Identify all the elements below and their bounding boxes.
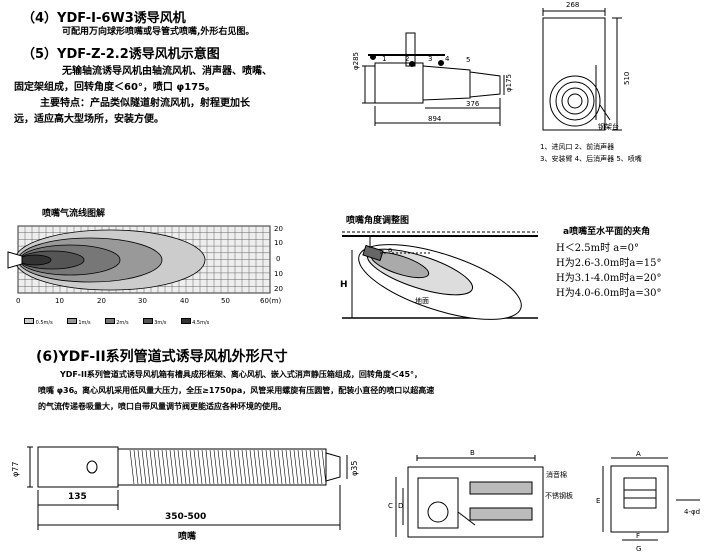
flow-y-2: 0 bbox=[276, 255, 281, 263]
angle-rule-4: H为4.0-6.0m时a=30° bbox=[556, 288, 662, 299]
angle-diagram bbox=[342, 231, 538, 320]
fig5-g: G bbox=[636, 545, 642, 553]
fig4-c: C bbox=[388, 502, 393, 510]
svg-text:2: 2 bbox=[405, 55, 409, 63]
flow-legend-3: 2m/s bbox=[104, 318, 129, 326]
svg-text:1: 1 bbox=[382, 55, 386, 63]
flow-x-40: 40 bbox=[180, 297, 189, 305]
svg-text:5: 5 bbox=[466, 56, 470, 64]
fig2-legend-2: 3、安装臂 4、后消声器 5、喷嘴 bbox=[540, 155, 642, 163]
fig2-width: 268 bbox=[566, 1, 580, 9]
section6-p3: 的气流传递卷吸量大，喷口自带风量调节阀更能适应各种环境的使用。 bbox=[38, 402, 286, 411]
fig4-d: D bbox=[398, 502, 404, 510]
fig3-length-total: 350-500 bbox=[165, 512, 207, 522]
section5-title: （5）YDF-Z-2.2诱导风机示意图 bbox=[22, 47, 220, 62]
svg-text:4: 4 bbox=[445, 55, 450, 63]
section6-p2: 喷嘴 φ36。离心风机采用低风量大压力，全压≥1750pa，风管采用螺旋有压圆管… bbox=[38, 386, 435, 395]
flow-x-0: 0 bbox=[16, 297, 21, 305]
fig4-label-2: 不锈钢板 bbox=[545, 492, 573, 500]
fan-end-view bbox=[542, 8, 622, 131]
section5-p4: 远，适应高大型场所，安装方便。 bbox=[14, 114, 164, 125]
fan-side-view bbox=[362, 32, 505, 126]
flow-legend-2: 1m/s bbox=[66, 318, 91, 326]
pipe-fan-side-view bbox=[27, 446, 348, 530]
box-front-view bbox=[602, 457, 700, 541]
flow-grid bbox=[7, 225, 271, 294]
angle-rules: H＜2.5m时 a=0° H为2.6-3.0m时a=15° H为3.1-4.0m… bbox=[556, 241, 661, 301]
section5-p1: 无输轴流诱导风机由轴流风机、消声器、喷嘴、 bbox=[62, 66, 272, 77]
flow-y-0: 20 bbox=[274, 225, 283, 233]
section4-title: （4）YDF-I-6W3诱导风机 bbox=[22, 11, 186, 26]
flow-x-20: 20 bbox=[97, 297, 106, 305]
flow-x-50: 50 bbox=[221, 297, 230, 305]
section6-p1: YDF-II系列管道式诱导风机箱有槽具成形框架、离心风机、嵌入式消声静压箱组成，… bbox=[60, 370, 423, 379]
fig2-legend-1: 1、进风口 2、前消声器 bbox=[540, 143, 615, 151]
fig1-total-length: 894 bbox=[428, 115, 442, 123]
fig3-length-a: 135 bbox=[68, 492, 87, 502]
flow-x-60: 60(m) bbox=[260, 297, 282, 305]
flow-legend-1: 0.5m/s bbox=[24, 318, 53, 326]
fig4-label-1: 消音棉 bbox=[546, 471, 567, 479]
svg-text:3: 3 bbox=[428, 55, 432, 63]
fig1-diameter-out: φ175 bbox=[505, 74, 513, 92]
fig5-f: F bbox=[636, 532, 641, 540]
section4-desc: 可配用万向球形喷嘴或导管式喷嘴,外形右见图。 bbox=[62, 27, 255, 37]
fig5-e: E bbox=[596, 497, 601, 505]
fig5-a: A bbox=[636, 450, 641, 458]
section5-p2: 固定架组成，回转角度＜60°，喷口 φ175。 bbox=[14, 82, 216, 93]
flow-legend-4: 3m/s bbox=[142, 318, 167, 326]
angle-rule-2: H为2.6-3.0m时a=15° bbox=[556, 258, 662, 269]
flow-y-3: 10 bbox=[274, 270, 283, 278]
angle-rule-3: H为3.1-4.0m时a=20° bbox=[556, 273, 662, 284]
fig1-diameter-h: φ285 bbox=[352, 52, 360, 70]
angle-rule-1: H＜2.5m时 a=0° bbox=[556, 243, 639, 254]
flow-x-10: 10 bbox=[55, 297, 64, 305]
fig3-diameter-left: φ77 bbox=[11, 461, 20, 477]
section5-p3: 主要特点：产品类似隧道射流风机，射程更加长 bbox=[40, 98, 250, 109]
flow-title: 喷嘴气流线图解 bbox=[42, 209, 106, 219]
box-section-view bbox=[395, 455, 544, 538]
angle-floor-label: 地面 bbox=[415, 297, 429, 305]
flow-x-30: 30 bbox=[138, 297, 147, 305]
angle-rules-title: a喷嘴至水平面的夹角 bbox=[563, 227, 651, 237]
flow-legend: 0.5m/s 1m/s 2m/s 3m/s 4.5m/s bbox=[24, 318, 209, 326]
angle-a-label: a bbox=[388, 246, 393, 254]
flow-y-1: 10 bbox=[274, 239, 283, 247]
section6-title: (6)YDF-II系列管道式诱导风机外形尺寸 bbox=[36, 349, 288, 365]
fig3-nozzle-label: 喷嘴 bbox=[178, 532, 197, 542]
fig2-height: 510 bbox=[623, 71, 631, 85]
angle-title: 喷嘴角度调整图 bbox=[346, 216, 410, 226]
fig2-base-label: 钢架台 bbox=[598, 123, 619, 131]
fig1-nozzle-length: 376 bbox=[466, 100, 480, 108]
fig3-diameter-right: φ35 bbox=[350, 460, 359, 476]
fig5-hole-diameter: 4-φd bbox=[684, 508, 701, 516]
angle-h-label: H bbox=[340, 280, 348, 290]
fig4-b: B bbox=[470, 449, 475, 457]
flow-legend-5: 4.5m/s bbox=[180, 318, 209, 326]
flow-y-4: 20 bbox=[274, 285, 283, 293]
